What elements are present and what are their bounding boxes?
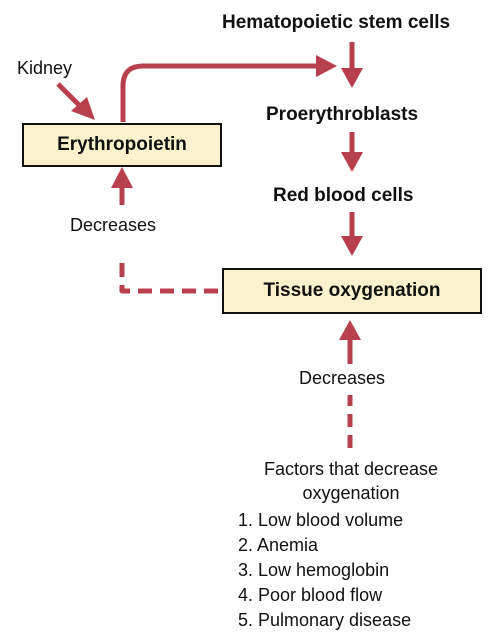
kidney-label: Kidney xyxy=(17,58,73,78)
tissue-oxygenation-box-label: Tissue oxygenation xyxy=(263,280,441,301)
decreases-right-label: Decreases xyxy=(299,368,386,388)
erythropoietin-box-label: Erythropoietin xyxy=(57,134,187,155)
erythropoietin-to-stemcells-arrowhead xyxy=(316,55,337,77)
factors-block: Factors that decrease oxygenation xyxy=(226,457,476,505)
factors-to-tissue-arrowhead xyxy=(339,320,361,340)
tissue-to-erythropoietin-arrowhead xyxy=(111,167,133,188)
factors-title-line2: oxygenation xyxy=(302,483,400,503)
erythropoietin-to-stemcells-arrow xyxy=(120,63,318,122)
stem-cells-label: Hematopoietic stem cells xyxy=(222,12,451,33)
red-blood-cells-label: Red blood cells xyxy=(273,185,414,206)
factors-title-line1: Factors that decrease xyxy=(263,459,439,479)
proerythroblasts-label: Proerythroblasts xyxy=(266,104,419,125)
rbc-to-tissue-arrowhead xyxy=(341,236,363,256)
tissue-oxygenation-box: Tissue oxygenation xyxy=(222,268,482,314)
factor-item: 3. Low hemoglobin xyxy=(238,560,390,580)
proerythroblasts-to-rbc-arrowhead xyxy=(341,152,363,172)
factors-list: 1. Low blood volume 2. Anemia 3. Low hem… xyxy=(238,508,411,633)
erythropoietin-box: Erythropoietin xyxy=(22,123,222,167)
stemcells-to-proerythroblasts-arrowhead xyxy=(341,68,363,88)
factor-item: 4. Poor blood flow xyxy=(238,585,383,605)
factor-item: 2. Anemia xyxy=(238,535,319,555)
factor-item: 1. Low blood volume xyxy=(238,510,404,530)
factor-item: 5. Pulmonary disease xyxy=(238,610,412,630)
kidney-arrow-head xyxy=(71,97,95,120)
tissue-to-erythropoietin-feedback xyxy=(119,260,218,294)
decreases-left-label: Decreases xyxy=(70,215,157,235)
